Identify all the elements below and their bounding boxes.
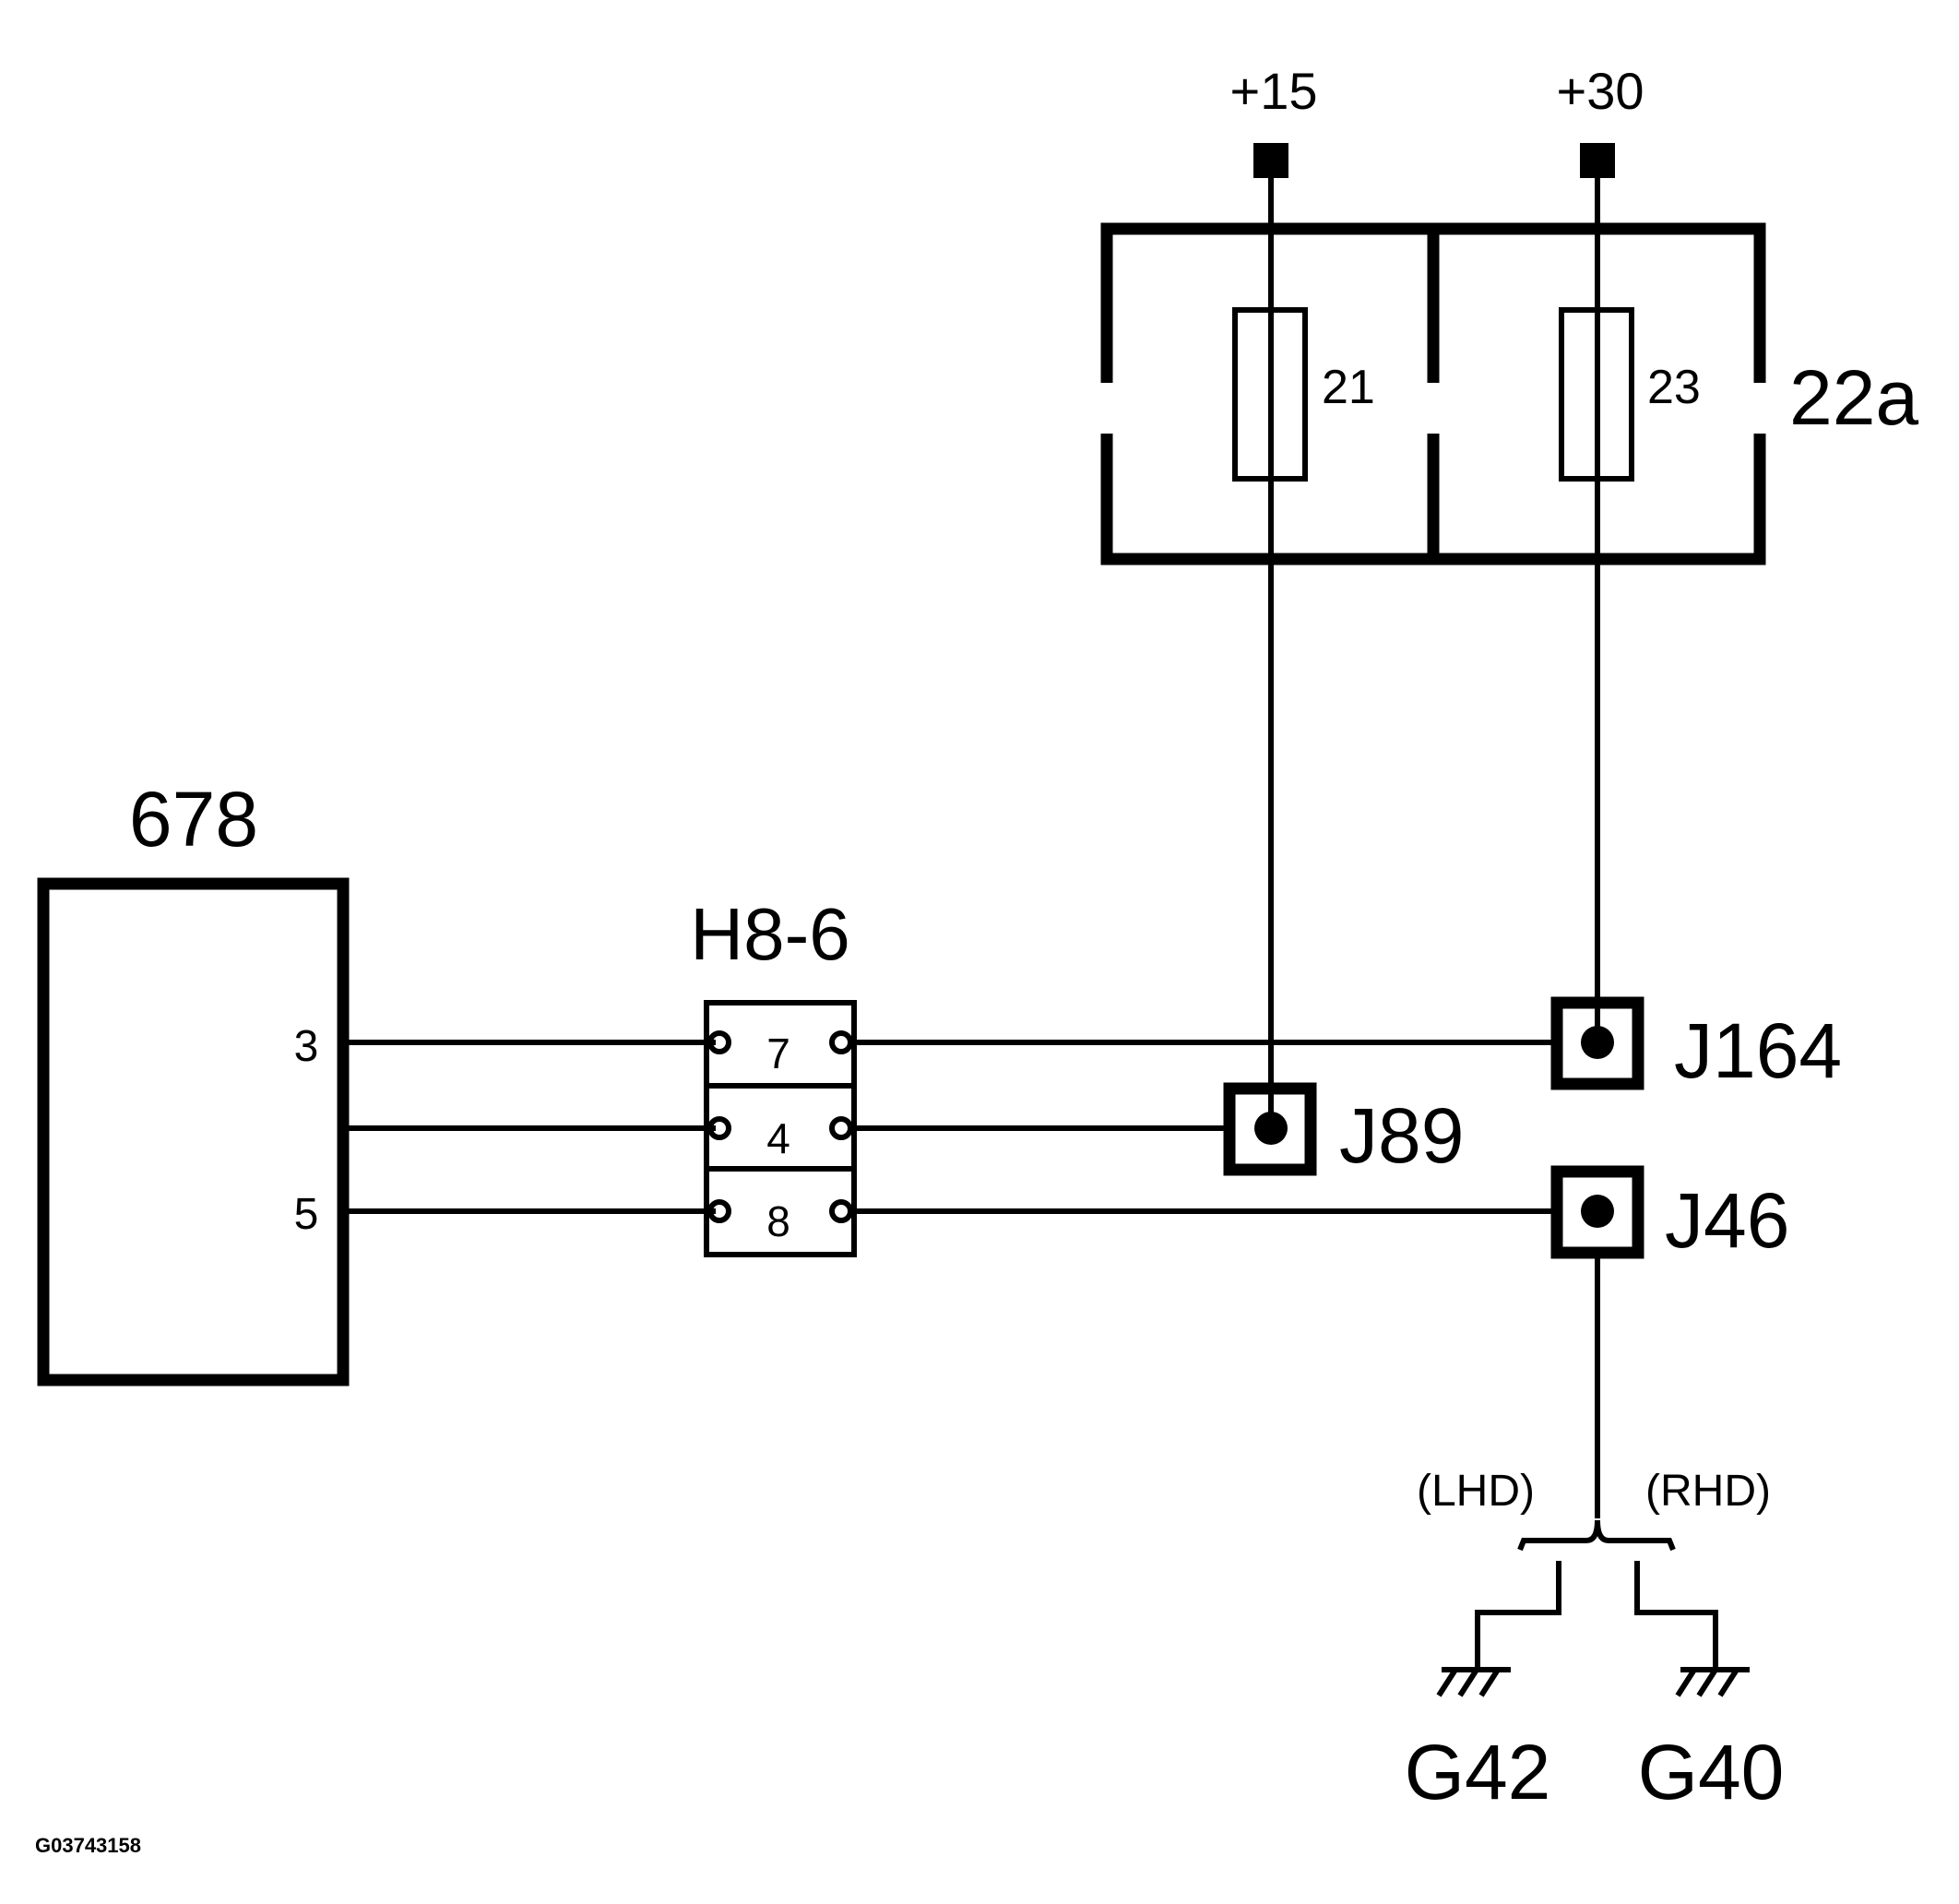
ground-symbol-g40 [1675, 1667, 1750, 1697]
figure-id: G03743158 [35, 1834, 141, 1857]
connector-label: H8-6 [690, 893, 849, 975]
fuse-box-label: 22a [1789, 354, 1918, 441]
connector-pin-4: 4 [766, 1114, 790, 1162]
module-pin-3: 3 [294, 1022, 319, 1071]
module-label: 678 [129, 776, 258, 863]
junction-j89-dot [1254, 1112, 1288, 1145]
ground-lhd-label: (LHD) [1417, 1467, 1535, 1516]
ground-branch: (LHD) (RHD) G42 G40 [1405, 1253, 1785, 1815]
junction-j164-dot [1581, 1026, 1614, 1059]
ground-g42-label: G42 [1405, 1729, 1551, 1815]
fuse-21: 21 [1232, 307, 1375, 482]
module-pin-5: 5 [294, 1190, 319, 1239]
junction-j164: J164 [1550, 996, 1842, 1094]
supply-terminal-15: +15 [1230, 62, 1318, 178]
junction-j46-label: J46 [1665, 1177, 1789, 1264]
supply-terminal-30: +30 [1557, 62, 1644, 178]
junction-j46: J46 [1550, 1165, 1789, 1264]
supply-label-15: +15 [1230, 62, 1318, 120]
fuse-23: 23 [1559, 307, 1701, 482]
junction-j164-label: J164 [1674, 1007, 1842, 1094]
junction-j46-dot [1581, 1195, 1614, 1228]
connector-h8-6: H8-6 7 4 8 [690, 893, 857, 1257]
terminal-square-30 [1580, 143, 1615, 178]
fuse-box: 22a [1100, 222, 1918, 565]
fuse-23-label: 23 [1647, 361, 1701, 414]
ground-g40-label: G40 [1638, 1729, 1785, 1815]
ground-symbol-g42 [1436, 1667, 1511, 1697]
ground-rhd-label: (RHD) [1645, 1467, 1771, 1516]
junction-j89: J89 [1223, 1082, 1464, 1179]
fuse-21-label: 21 [1322, 361, 1375, 414]
connector-pin-7: 7 [766, 1029, 790, 1077]
supply-label-30: +30 [1557, 62, 1644, 120]
connector-pin-8: 8 [766, 1197, 790, 1245]
junction-j89-label: J89 [1339, 1092, 1464, 1179]
terminal-square-15 [1253, 143, 1288, 178]
module-678: 678 3 5 [37, 776, 350, 1386]
